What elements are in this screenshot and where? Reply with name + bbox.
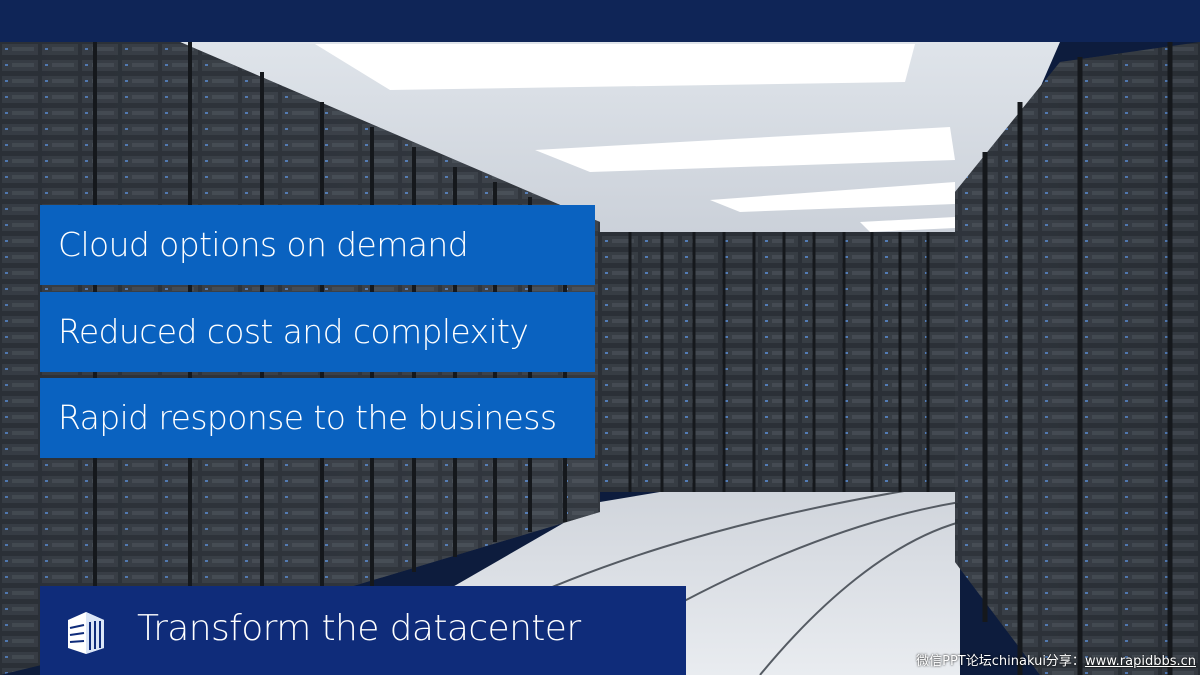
watermark-link[interactable]: www.rapidbbs.cn [1084,654,1196,669]
watermark-prefix: 微信PPT论坛chinakui分享： [916,654,1085,669]
bullet-cloud-options: Cloud options on demand [40,205,595,285]
bullet-rapid-response: Rapid response to the business [40,378,595,458]
watermark: 微信PPT论坛chinakui分享：www.rapidbbs.cn [916,650,1196,669]
section-title: Transform the datacenter [137,608,581,649]
section-banner: Transform the datacenter [40,586,686,675]
datacenter-building-icon [62,608,110,656]
top-bar [0,0,1200,42]
bullet-reduced-cost: Reduced cost and complexity [40,292,595,372]
